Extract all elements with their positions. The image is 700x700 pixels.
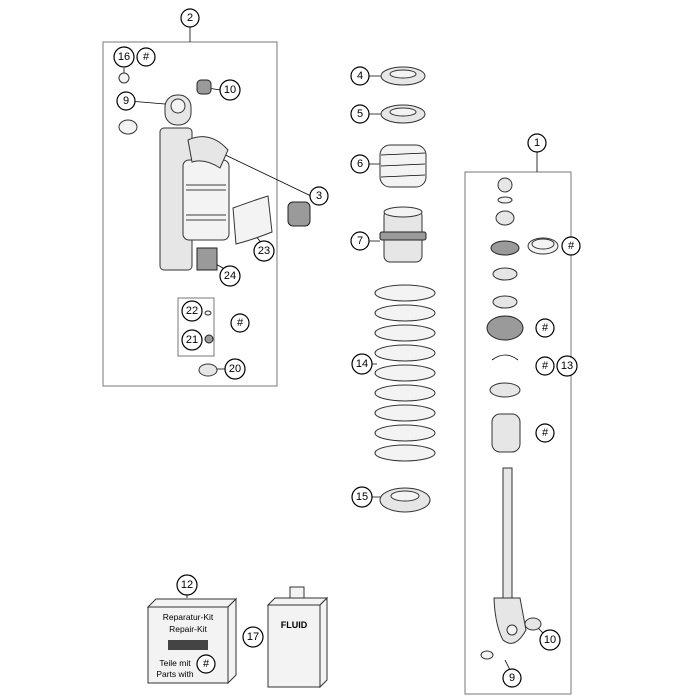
- svg-text:#: #: [203, 658, 210, 670]
- piston-rod: [502, 467, 513, 599]
- svg-text:16: 16: [118, 51, 130, 63]
- svg-text:9: 9: [123, 95, 129, 107]
- adjuster-3: [287, 201, 311, 227]
- callout-hash-circlip: #: [535, 356, 555, 376]
- callout-24: 24: [219, 265, 241, 287]
- callout-hash-seal-head: #: [535, 318, 555, 338]
- svg-text:#: #: [143, 51, 150, 63]
- bolt-16: [118, 72, 130, 84]
- callout-9-top: 9: [116, 91, 136, 111]
- callout-9-bottom: 9: [502, 668, 522, 688]
- bushing-bottom: [480, 650, 494, 660]
- callout-14: 14: [351, 353, 373, 375]
- callout-hash-21-22: #: [230, 313, 250, 333]
- callout-17: 17: [242, 626, 264, 648]
- kit-label-line2: Repair-Kit: [169, 624, 207, 634]
- svg-text:4: 4: [357, 70, 363, 82]
- svg-text:5: 5: [357, 108, 363, 120]
- callout-4: 4: [350, 66, 370, 86]
- callout-3: 3: [309, 186, 329, 206]
- callout-hash-bump-stop: #: [535, 423, 555, 443]
- callout-hash-16: #: [136, 47, 156, 67]
- reservoir: [182, 159, 230, 241]
- svg-text:20: 20: [229, 363, 241, 375]
- svg-text:#: #: [542, 427, 549, 439]
- svg-text:10: 10: [224, 84, 236, 96]
- svg-text:21: 21: [186, 334, 198, 346]
- nut-10-top: [196, 79, 212, 95]
- svg-text:1: 1: [534, 137, 540, 149]
- callout-2: 2: [180, 8, 200, 28]
- callout-6: 6: [350, 154, 370, 174]
- fluid-bottle: FLUID: [266, 586, 329, 689]
- nut-10-bottom: [524, 617, 542, 631]
- fluid-label: FLUID: [281, 620, 308, 630]
- callout-hash-kit: #: [196, 654, 216, 674]
- sticker-24: [196, 247, 218, 271]
- callout-5: 5: [350, 104, 370, 124]
- svg-text:3: 3: [316, 190, 322, 202]
- callout-13: 13: [556, 355, 578, 377]
- kit-label-line4: Parts with: [156, 669, 194, 679]
- circlip-13: [491, 354, 519, 361]
- nut-21: [204, 334, 214, 344]
- repair-kit-box: Reparatur-Kit Repair-Kit Teile mit Parts…: [146, 597, 238, 685]
- callout-22: 22: [181, 300, 203, 322]
- damper-assembly-box: [464, 171, 572, 695]
- small-parts-box: [177, 297, 215, 357]
- washer-20: [198, 363, 218, 377]
- svg-text:9: 9: [509, 672, 515, 684]
- sleeve-23: [232, 195, 273, 245]
- callout-10-bottom: 10: [539, 629, 561, 651]
- svg-text:17: 17: [247, 631, 259, 643]
- callout-7: 7: [350, 231, 370, 251]
- callout-12: 12: [176, 574, 198, 596]
- svg-text:10: 10: [544, 634, 556, 646]
- callout-16: 16: [113, 46, 135, 68]
- oring-22: [204, 310, 212, 316]
- callout-20: 20: [224, 358, 246, 380]
- svg-text:15: 15: [356, 491, 368, 503]
- bump-stop: [491, 413, 521, 453]
- callout-21: 21: [181, 329, 203, 351]
- svg-text:#: #: [237, 317, 244, 329]
- piston: [490, 240, 520, 256]
- callout-hash-piston-ring: #: [561, 236, 581, 256]
- svg-text:14: 14: [356, 358, 368, 370]
- svg-text:6: 6: [357, 158, 363, 170]
- brand-logo: [168, 640, 208, 650]
- clevis: [493, 597, 527, 644]
- kit-label-line1: Reparatur-Kit: [163, 612, 214, 622]
- callout-1: 1: [527, 133, 547, 153]
- svg-text:#: #: [542, 360, 549, 372]
- svg-text:#: #: [568, 240, 575, 252]
- seal-head: [486, 315, 524, 341]
- svg-text:23: 23: [258, 245, 270, 257]
- svg-text:2: 2: [187, 12, 193, 24]
- callout-15: 15: [351, 486, 373, 508]
- nut-top: [497, 177, 513, 193]
- svg-text:24: 24: [224, 270, 236, 282]
- svg-text:#: #: [542, 322, 549, 334]
- callout-23: 23: [253, 240, 275, 262]
- svg-text:7: 7: [357, 235, 363, 247]
- reservoir-neck: [187, 136, 229, 169]
- spring-14: [374, 284, 436, 462]
- svg-text:22: 22: [186, 305, 198, 317]
- callout-10-top: 10: [219, 79, 241, 101]
- kit-label-line3: Teile mit: [159, 658, 191, 668]
- svg-text:12: 12: [181, 579, 193, 591]
- bushing-left: [118, 119, 138, 135]
- svg-text:13: 13: [561, 360, 573, 372]
